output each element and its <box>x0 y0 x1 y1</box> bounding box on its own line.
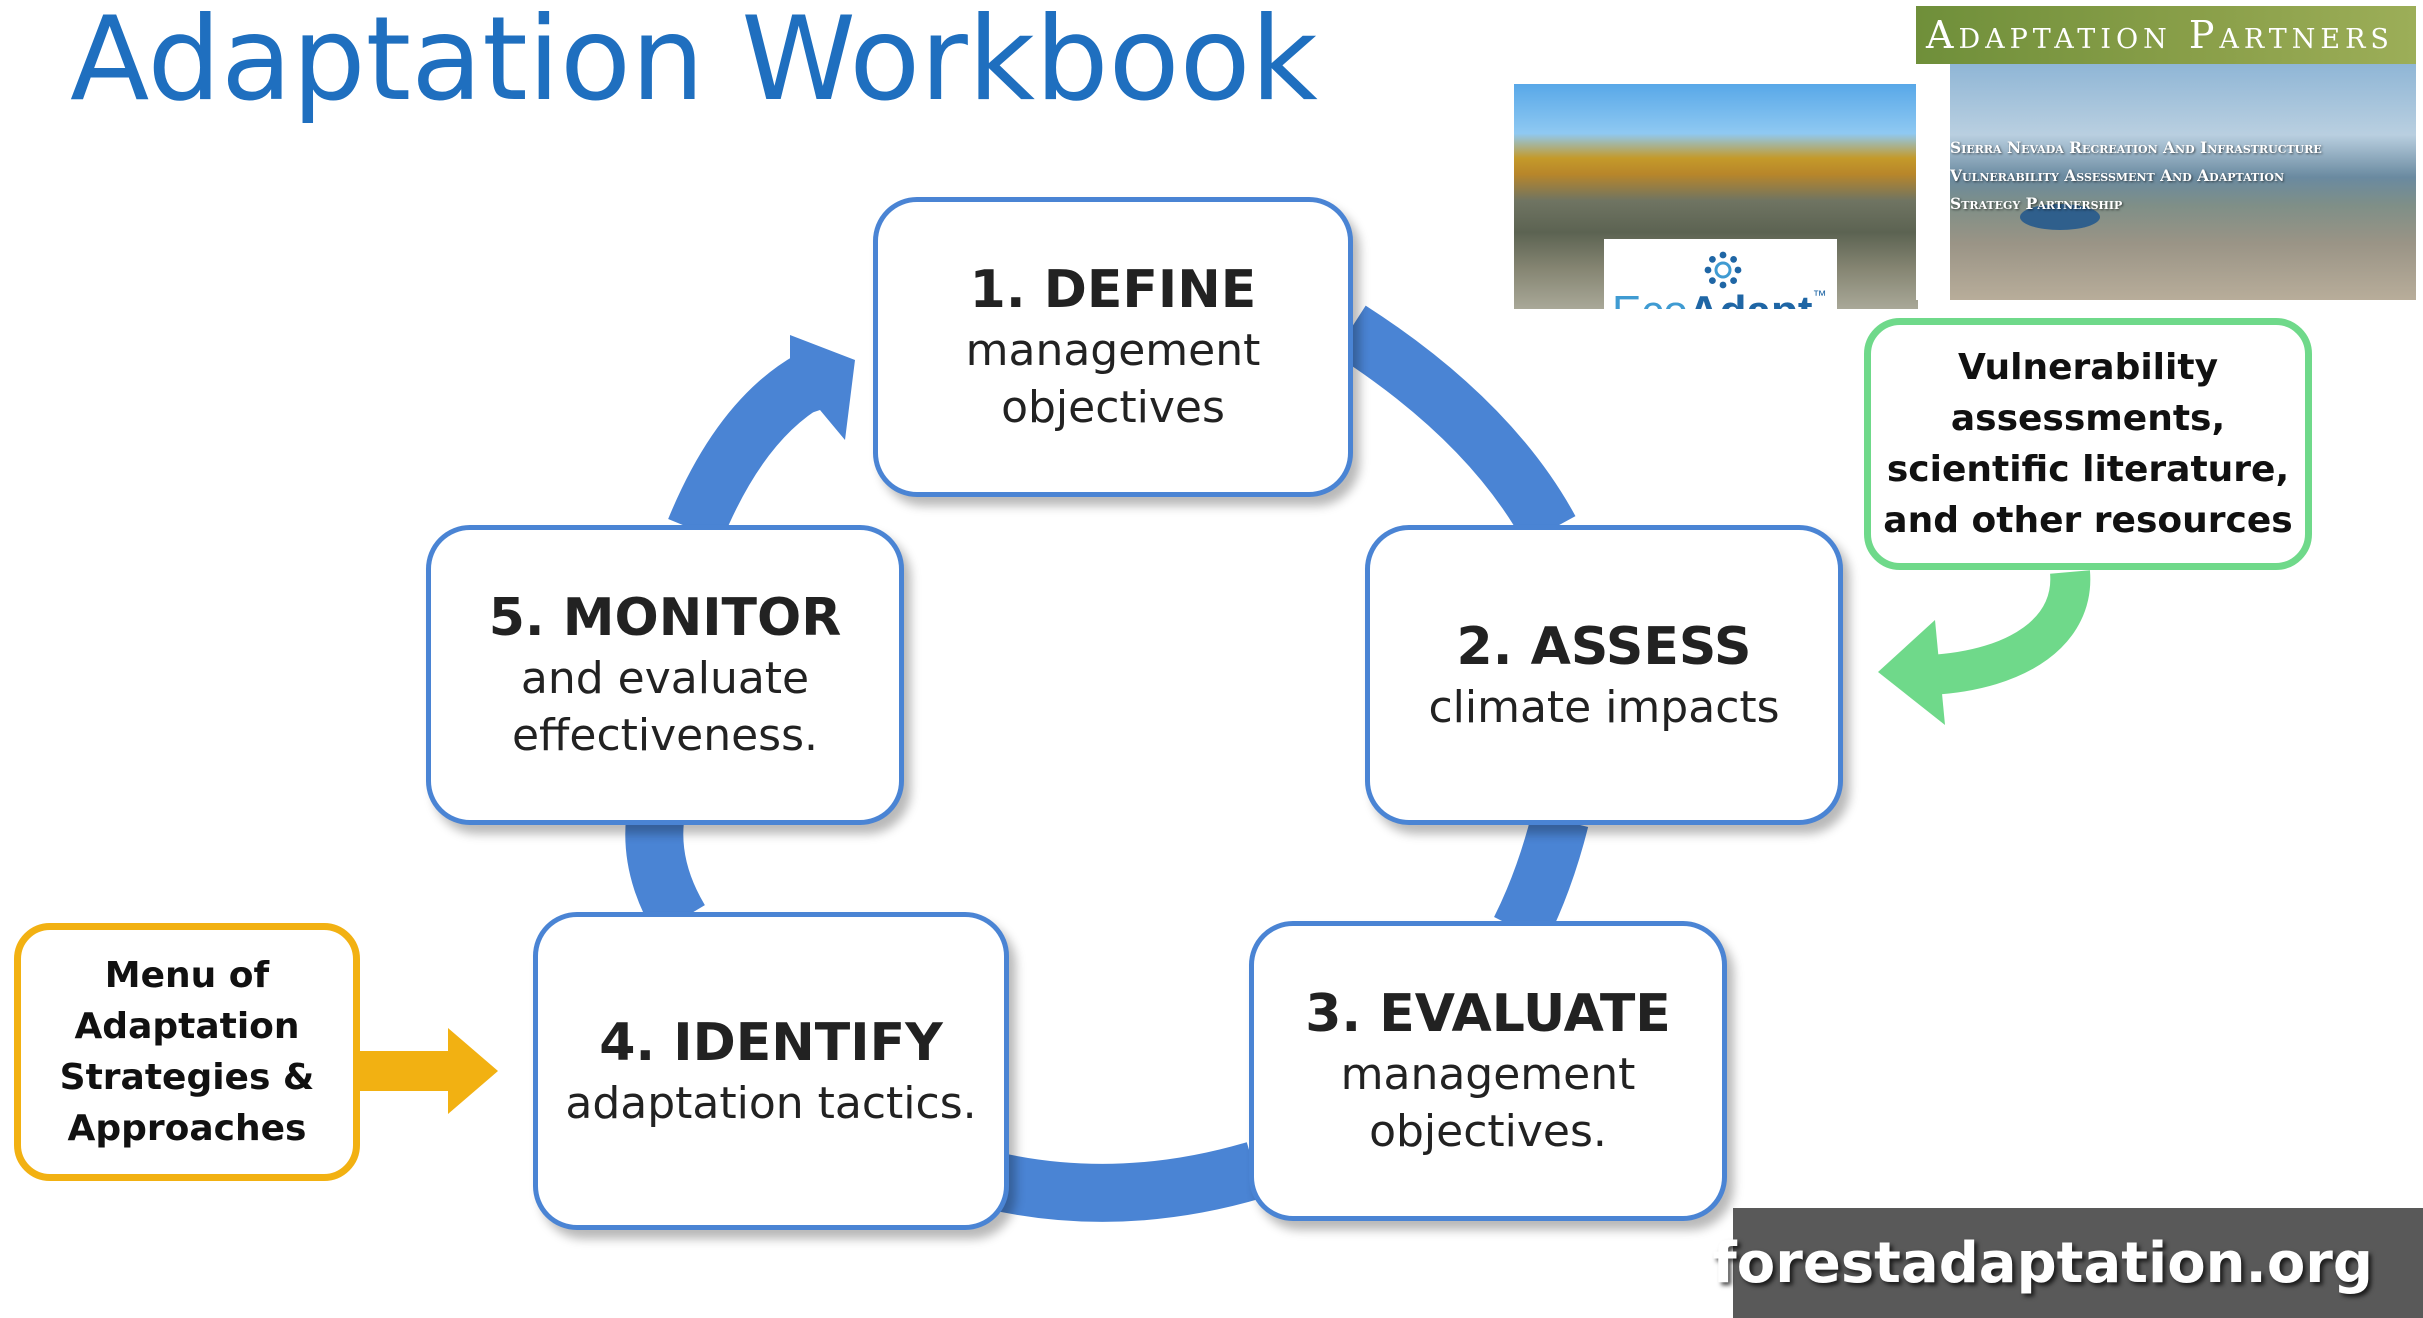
step-heading: 1. DEFINE <box>969 260 1257 320</box>
ecoadapt-mark-icon <box>1704 251 1742 289</box>
green-arrowhead <box>1878 620 1945 725</box>
vulnerability-line: assessments, <box>1950 398 2226 439</box>
adaptation-partners-panel: Adaptation Partners Sierra Nevada Recrea… <box>1916 6 2416 300</box>
step-heading: 5. MONITOR <box>488 588 842 648</box>
step-identify: 4. IDENTIFY adaptation tactics. <box>533 912 1009 1230</box>
step-text: objectives <box>1001 382 1225 433</box>
vulnerability-line: Vulnerability <box>1957 347 2219 388</box>
step-text: management <box>965 325 1261 376</box>
arc-assess-to-evaluate <box>1493 812 1589 943</box>
green-arrow-shaft <box>1928 570 2091 695</box>
arc-define-to-assess <box>1334 305 1576 545</box>
step-heading: 2. ASSESS <box>1456 616 1752 677</box>
page-title: Adaptation Workbook <box>70 0 1318 127</box>
step-text: effectiveness. <box>511 710 819 761</box>
vulnerability-line: scientific literature, <box>1886 449 2290 490</box>
step-define: 1. DEFINE management objectives <box>873 197 1353 497</box>
adaptation-partners-name: Adaptation Partners <box>1926 13 2394 57</box>
step-text: adaptation tactics. <box>565 1077 977 1129</box>
ecoadapt-logo-eco: Eco <box>1612 287 1688 309</box>
menu-line: Approaches <box>67 1108 307 1149</box>
step-monitor: 5. MONITOR and evaluate effectiveness. <box>426 525 904 825</box>
partnership-line: Strategy Partnership <box>1950 194 2123 213</box>
arc-evaluate-to-identify <box>983 1142 1264 1222</box>
menu-strategies-box: Menu of Adaptation Strategies & Approach… <box>14 923 360 1181</box>
step-text: climate impacts <box>1428 681 1780 733</box>
cycle-ring <box>625 305 1589 1222</box>
sierra-nevada-photo: Sierra Nevada Recreation And Infrastruct… <box>1950 64 2416 300</box>
cycle-arrowhead <box>790 335 855 440</box>
partnership-line: Vulnerability Assessment And Adaptation <box>1950 166 2284 185</box>
website-link[interactable]: forestadaptation.org <box>1712 1208 2423 1318</box>
ecoadapt-logo-tm: ™ <box>1812 287 1827 303</box>
ecoadapt-landscape-photo: EcoAdapt™ <box>1514 84 1918 309</box>
adaptation-partners-banner: Adaptation Partners <box>1916 6 2416 64</box>
menu-line: Adaptation <box>74 1006 300 1047</box>
step-text: and evaluate <box>520 653 810 704</box>
partnership-caption: Sierra Nevada Recreation And Infrastruct… <box>1950 134 2416 218</box>
gold-arrow-shaft <box>358 1051 450 1091</box>
step-heading: 4. IDENTIFY <box>599 1012 943 1073</box>
menu-line: Strategies & <box>59 1057 315 1098</box>
menu-line: Menu of <box>104 955 270 996</box>
step-text: objectives. <box>1369 1106 1607 1157</box>
step-heading: 3. EVALUATE <box>1305 984 1671 1044</box>
step-evaluate: 3. EVALUATE management objectives. <box>1249 921 1727 1221</box>
partnership-line: Sierra Nevada Recreation And Infrastruct… <box>1950 138 2322 157</box>
step-assess: 2. ASSESS climate impacts <box>1365 525 1843 825</box>
vulnerability-resources-box: Vulnerability assessments, scientific li… <box>1864 318 2312 570</box>
lake-shape <box>2020 204 2100 230</box>
gold-arrowhead <box>448 1028 498 1114</box>
ecoadapt-logo: EcoAdapt™ <box>1604 239 1837 309</box>
vulnerability-line: and other resources <box>1883 500 2293 541</box>
step-text: management <box>1340 1049 1636 1100</box>
arc-identify-to-monitor <box>625 817 706 935</box>
ecoadapt-logo-adapt: Adapt <box>1688 287 1813 309</box>
